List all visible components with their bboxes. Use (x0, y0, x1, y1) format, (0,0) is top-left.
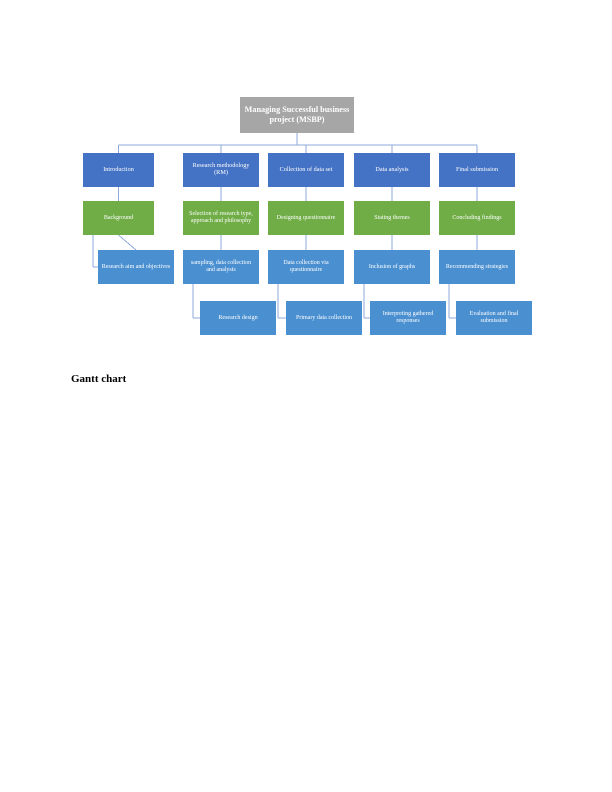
node-evaluation-and-final-submission[interactable]: Evaluation and final submission (456, 301, 532, 335)
node-stating-themes[interactable]: Stating themes (354, 201, 430, 235)
node-data-collection-via-questionnaire[interactable]: Data collection via questionnaire (268, 250, 344, 284)
node-primary-data-collection[interactable]: Primary data collection (286, 301, 362, 335)
node-sampling-data-collection-analysis[interactable]: sampling, data collection and analysis (183, 250, 259, 284)
node-selection-of-research-type[interactable]: Selection of research type, approach and… (183, 201, 259, 235)
node-data-analysis[interactable]: Data analysis (354, 153, 430, 187)
node-introduction[interactable]: Introduction (83, 153, 154, 187)
node-interpreting-gathered-responses[interactable]: Interpreting gathered responses (370, 301, 446, 335)
node-background[interactable]: Background (83, 201, 154, 235)
node-designing-questionnaire[interactable]: Designing questionnaire (268, 201, 344, 235)
wbs-diagram: Managing Successful business project (MS… (0, 0, 612, 360)
node-recommending-strategies[interactable]: Recommending strategies (439, 250, 515, 284)
gantt-chart-caption: Gantt chart (71, 373, 127, 385)
node-collection-of-data-set[interactable]: Collection of data set (268, 153, 344, 187)
node-concluding-findings[interactable]: Concluding findings (439, 201, 515, 235)
node-root[interactable]: Managing Successful business project (MS… (240, 97, 354, 133)
node-research-design[interactable]: Research design (200, 301, 276, 335)
node-research-methodology[interactable]: Research methodology (RM) (183, 153, 259, 187)
node-final-submission[interactable]: Final submission (439, 153, 515, 187)
node-inclusion-of-graphs[interactable]: Inclusion of graphs (354, 250, 430, 284)
node-research-aim-and-objectives[interactable]: Research aim and objectives (98, 250, 174, 284)
